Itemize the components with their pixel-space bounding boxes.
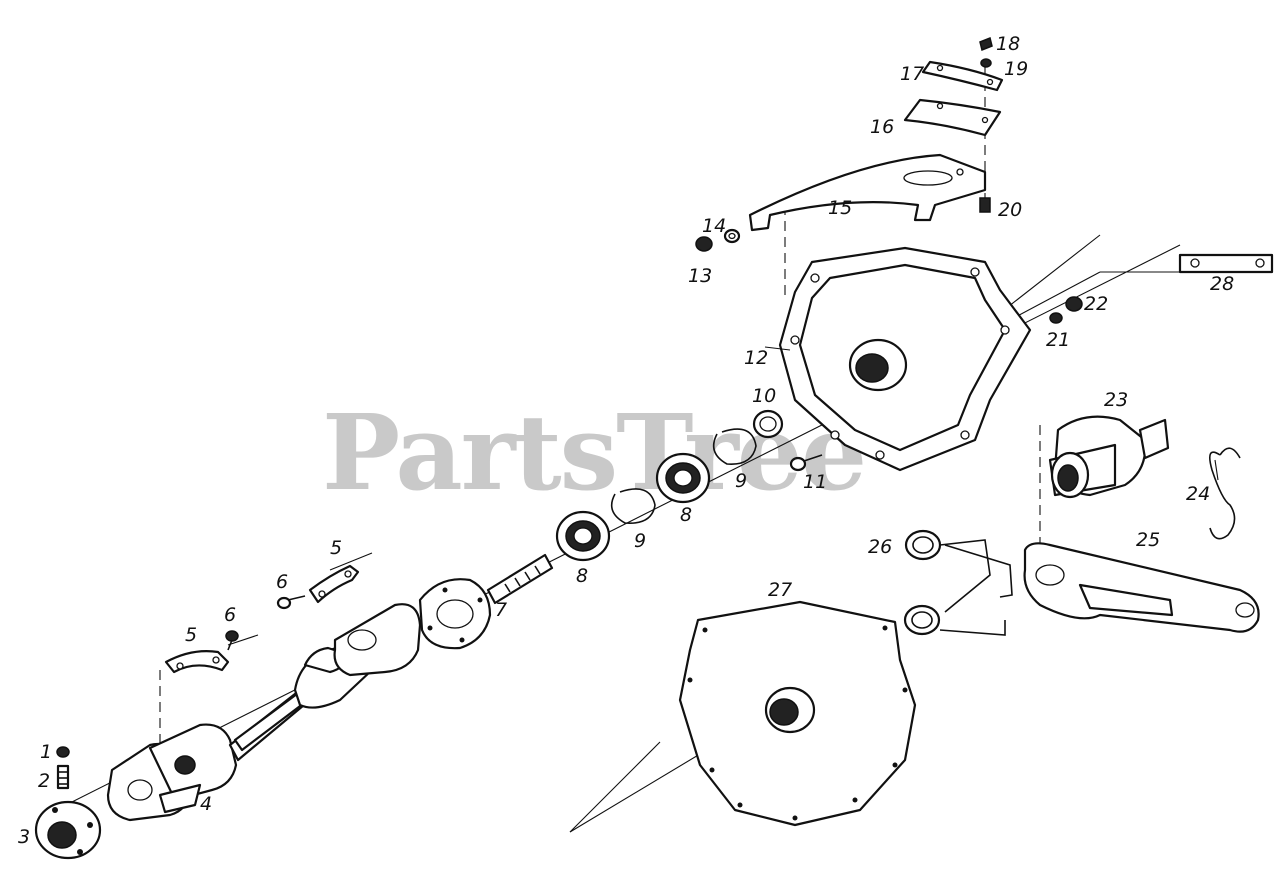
callout-15: 15 [828, 197, 852, 219]
callout-5a: 5 [185, 624, 197, 646]
callout-5b: 5 [330, 537, 342, 559]
part-25-lever [1023, 542, 1260, 633]
part-19-washer [980, 58, 992, 68]
callout-11: 11 [803, 471, 827, 493]
callout-17: 17 [900, 63, 924, 85]
part-23-collar [1048, 415, 1170, 499]
leader-lines [764, 346, 1219, 481]
part-21-fitting [1049, 312, 1063, 324]
part-8-bearing-1 [555, 510, 611, 562]
callout-1: 1 [40, 741, 52, 763]
callout-9b: 9 [735, 470, 747, 492]
part-28-bar [1178, 253, 1274, 274]
part-8-bearing-2 [655, 452, 711, 504]
part-9-snap-ring-1 [610, 488, 656, 524]
callout-12: 12 [744, 347, 768, 369]
callout-7: 7 [495, 599, 507, 621]
part-13-nut [695, 236, 713, 252]
part-9-snap-ring-2 [712, 428, 757, 465]
callout-25: 25 [1136, 529, 1160, 551]
part-2-setscrew [56, 764, 70, 790]
callout-8a: 8 [576, 565, 588, 587]
callout-19: 19 [1004, 58, 1028, 80]
part-10-seal [752, 409, 784, 439]
watermark: PartsTree TM [322, 391, 945, 514]
callout-13: 13 [688, 265, 712, 287]
part-3-flange [34, 800, 102, 860]
part-5-shield-lower [164, 650, 230, 674]
part-27-gasket [678, 600, 917, 827]
part-17-strap [921, 60, 1004, 92]
callout-21: 21 [1046, 329, 1070, 351]
callout-26: 26 [868, 536, 892, 558]
callout-8b: 8 [680, 504, 692, 526]
callout-28: 28 [1210, 273, 1234, 295]
part-11-bolt [789, 454, 823, 472]
part-22-nut [1065, 296, 1083, 312]
callout-24: 24 [1186, 483, 1210, 505]
part-6-screw-lower [225, 630, 239, 651]
part-15-shield [748, 153, 987, 232]
part-14-washer [723, 228, 741, 244]
callout-20: 20 [998, 199, 1022, 221]
part-7-yoke-and-shaft [333, 553, 554, 677]
part-12-housing [778, 246, 1032, 472]
part-1-nut [56, 746, 70, 758]
callout-6b: 6 [276, 571, 288, 593]
callout-2: 2 [38, 770, 50, 792]
callout-16: 16 [870, 116, 894, 138]
callout-9a: 9 [634, 530, 646, 552]
callout-22: 22 [1084, 293, 1108, 315]
callout-18: 18 [996, 33, 1020, 55]
part-24-s-hook [1209, 447, 1241, 540]
watermark-brand: PartsTree [322, 391, 865, 514]
callout-6a: 6 [224, 604, 236, 626]
callout-4: 4 [200, 793, 212, 815]
part-20-bolt [979, 197, 991, 213]
part-16-plate [903, 98, 1002, 137]
callout-3: 3 [18, 826, 30, 848]
callout-labels: 1 2 3 4 5 5 6 6 7 8 8 9 9 10 11 12 13 14… [18, 33, 1234, 848]
part-6-screw-upper [276, 595, 306, 610]
callout-27: 27 [768, 579, 792, 601]
callout-14: 14 [702, 215, 726, 237]
part-26-spring [903, 529, 1013, 636]
part-18-screw [979, 36, 993, 52]
callout-10: 10 [752, 385, 776, 407]
callout-23: 23 [1104, 389, 1128, 411]
part-5-shield-upper [308, 564, 360, 604]
